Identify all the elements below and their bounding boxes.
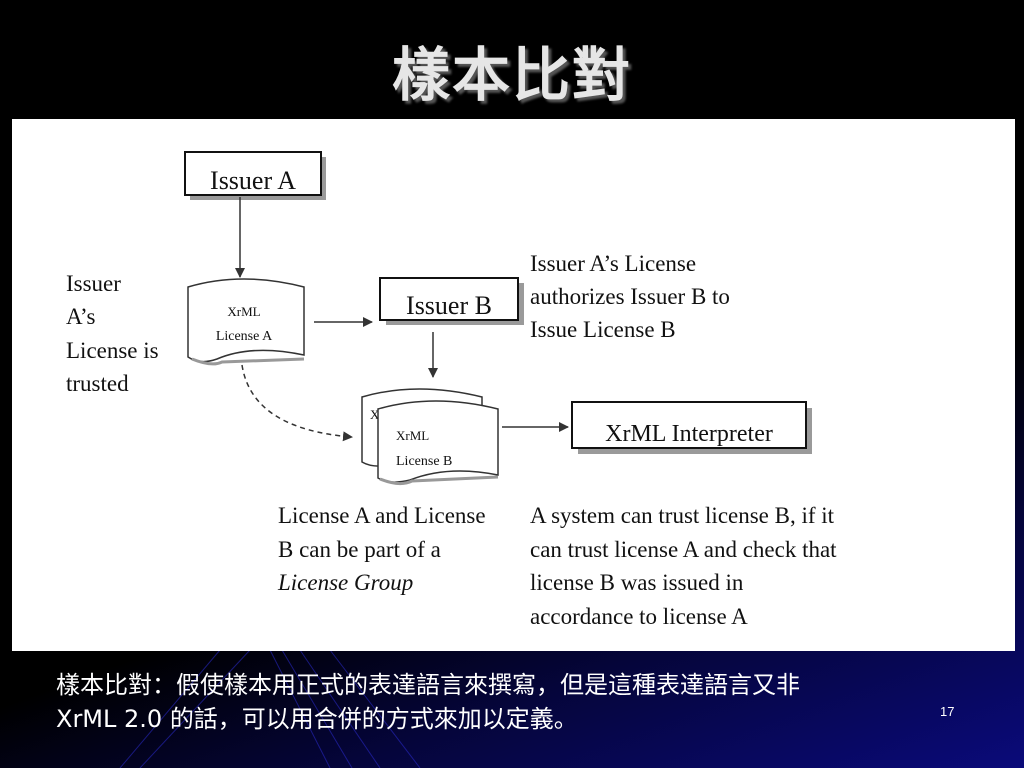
- top-right-note: Issuer A’s License authorizes Issuer B t…: [530, 251, 730, 342]
- caption-line-1: 樣本比對：假使樣本用正式的表達語言來撰寫，但是這種表達語言又非: [56, 671, 800, 699]
- interpreter-label: XrML Interpreter: [605, 421, 773, 447]
- diagram-panel: Issuer A XrML License A Issuer B XrML: [12, 119, 1015, 651]
- license-b-line2: License B: [396, 454, 452, 469]
- svg-text:License A and License: License A and License: [278, 503, 486, 528]
- svg-text:license B was issued in: license B was issued in: [530, 570, 744, 595]
- slide-number: 17: [940, 704, 955, 719]
- bottom-left-note: License A and License B can be part of a…: [277, 503, 486, 595]
- license-a-line1: XrML: [227, 304, 260, 319]
- svg-text:License is: License is: [66, 338, 159, 363]
- svg-text:Issuer: Issuer: [66, 271, 121, 296]
- license-b-document: XrML XrML License B: [361, 388, 499, 486]
- left-note: Issuer A’s License is trusted: [66, 271, 159, 396]
- svg-text:License Group: License Group: [277, 570, 413, 595]
- svg-text:trusted: trusted: [66, 371, 129, 396]
- license-b-line1: XrML: [396, 428, 429, 443]
- svg-text:B can be part of a: B can be part of a: [278, 537, 441, 562]
- svg-text:Issue License B: Issue License B: [530, 317, 676, 342]
- bottom-right-note: A system can trust license B, if it can …: [530, 503, 837, 629]
- slide-title: 樣本比對: [391, 41, 632, 109]
- issuer-a-label: Issuer A: [210, 166, 296, 195]
- dashed-arrow-license-a-to-license-b: [241, 364, 353, 442]
- license-a-line2: License A: [216, 329, 273, 344]
- svg-text:authorizes Issuer B to: authorizes Issuer B to: [530, 284, 730, 309]
- issuer-b-node: Issuer B: [379, 277, 524, 325]
- svg-text:A system can trust license B,: A system can trust license B, if it: [530, 503, 835, 528]
- svg-text:Issuer A’s License: Issuer A’s License: [530, 251, 696, 276]
- svg-text:accordance to license A: accordance to license A: [530, 604, 748, 629]
- license-a-document: XrML License A: [187, 278, 305, 366]
- svg-text:can trust license A and check: can trust license A and check that: [530, 537, 837, 562]
- caption-line-2: XrML 2.0 的話，可以用合併的方式來加以定義。: [56, 705, 578, 733]
- issuer-b-label: Issuer B: [406, 291, 492, 320]
- license-flow-diagram: Issuer A XrML License A Issuer B XrML: [66, 151, 837, 629]
- interpreter-node: XrML Interpreter: [571, 401, 812, 454]
- issuer-a-node: Issuer A: [184, 151, 326, 200]
- svg-text:A’s: A’s: [66, 304, 95, 329]
- slide-caption: 樣本比對：假使樣本用正式的表達語言來撰寫，但是這種表達語言又非 XrML 2.0…: [0, 668, 1024, 736]
